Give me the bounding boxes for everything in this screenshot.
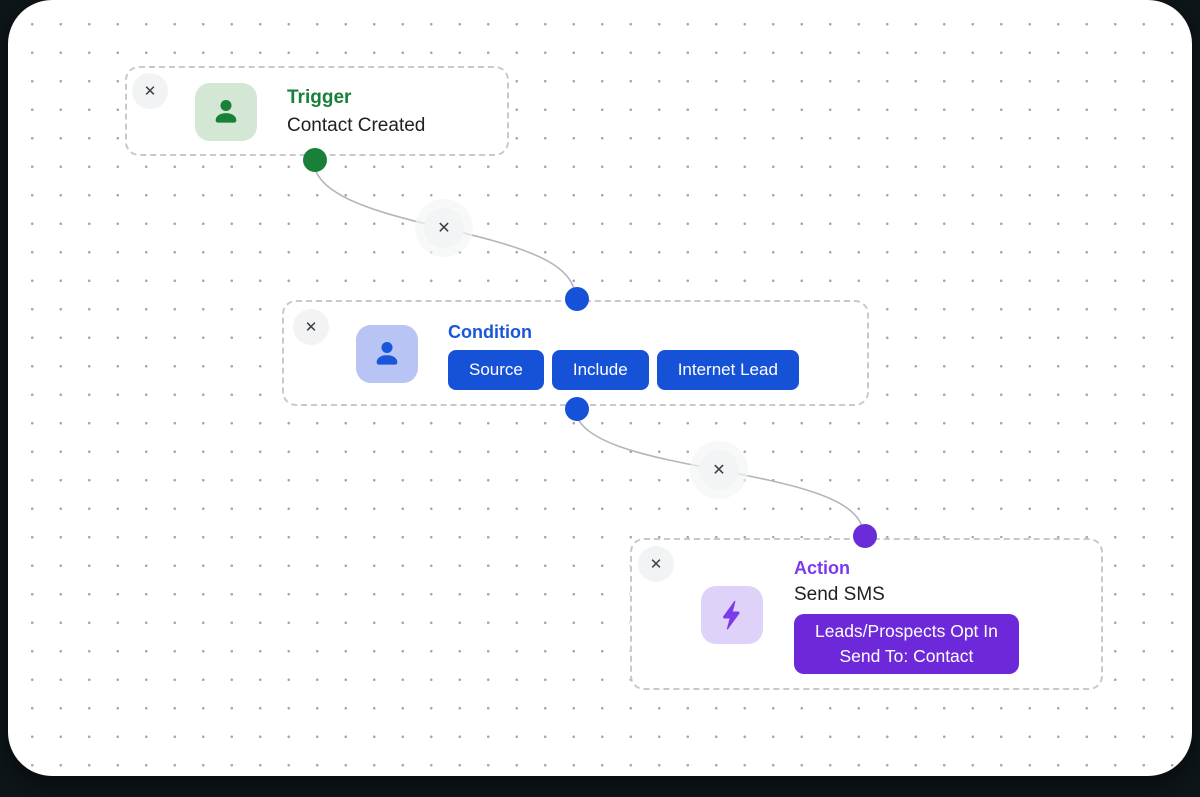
action-type-label: Action: [794, 558, 850, 578]
condition-node[interactable]: ✕ Condition Source Include Internet Lead: [282, 287, 869, 421]
trigger-output-handle[interactable]: [303, 148, 327, 172]
close-icon: ✕: [143, 83, 157, 100]
condition-field-chip[interactable]: Source: [448, 350, 544, 390]
delete-trigger-button[interactable]: ✕: [132, 73, 168, 109]
condition-chip-row: Source Include Internet Lead: [448, 350, 799, 390]
condition-output-handle[interactable]: [565, 397, 589, 421]
delete-action-button[interactable]: ✕: [638, 546, 674, 582]
action-node[interactable]: ✕ Action Send SMS Leads/Prospects Opt In…: [630, 524, 1103, 690]
close-icon: ✕: [712, 462, 726, 479]
close-icon: ✕: [437, 220, 451, 237]
condition-operator-chip[interactable]: Include: [551, 350, 649, 390]
condition-value-chip[interactable]: Internet Lead: [656, 350, 799, 390]
delete-connection-1-button[interactable]: ✕: [424, 208, 464, 248]
condition-icon-tile: [356, 325, 418, 383]
condition-type-label: Condition: [448, 322, 532, 342]
action-input-handle[interactable]: [853, 524, 877, 548]
person-icon: [376, 341, 398, 365]
action-detail-pill[interactable]: Leads/Prospects Opt In Send To: Contact: [794, 614, 1019, 674]
action-title: Send SMS: [794, 584, 885, 605]
lightning-icon: [723, 600, 740, 630]
trigger-icon-tile: [195, 83, 257, 141]
workflow-canvas[interactable]: ✕ Trigger Contact Created ✕: [8, 0, 1192, 776]
close-icon: ✕: [649, 556, 663, 573]
trigger-title: Contact Created: [287, 115, 426, 136]
close-icon: ✕: [304, 319, 318, 336]
delete-condition-button[interactable]: ✕: [293, 309, 329, 345]
person-icon: [215, 99, 237, 123]
action-detail-line2: Send To: Contact: [839, 646, 974, 666]
action-detail-line1: Leads/Prospects Opt In: [815, 621, 998, 641]
delete-connection-2-button[interactable]: ✕: [699, 450, 739, 490]
condition-input-handle[interactable]: [565, 287, 589, 311]
action-icon-tile: [701, 586, 763, 644]
trigger-node[interactable]: ✕ Trigger Contact Created: [125, 66, 509, 172]
trigger-type-label: Trigger: [287, 87, 352, 108]
